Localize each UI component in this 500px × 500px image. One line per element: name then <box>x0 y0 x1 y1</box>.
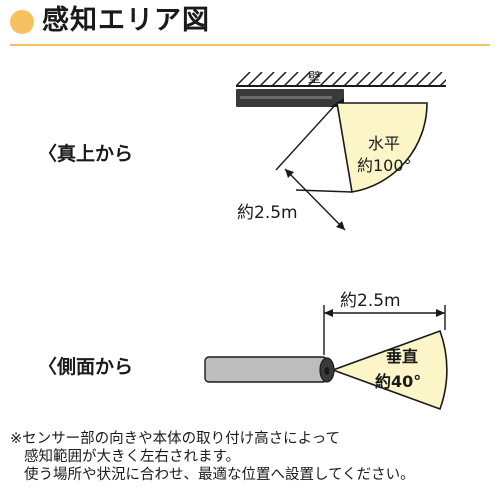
horizontal-angle-label: 水平 約100° <box>357 134 412 175</box>
wall-label: 壁 <box>308 71 321 86</box>
top-distance-label: 約2.5m <box>237 203 298 223</box>
wall-hatching <box>236 72 446 87</box>
title-divider <box>10 44 490 46</box>
side-distance-dimension <box>323 305 446 355</box>
note-line: 感知範囲が大きく左右されます。 <box>24 449 241 465</box>
note-line: 使う場所や状況に合わせ、最適な位置へ設置してください。 <box>24 467 415 483</box>
horizontal-detection-area <box>336 102 428 193</box>
note-line: ※センサー部の向きや本体の取り付け高さによって <box>10 431 340 447</box>
page-title: 感知エリア図 <box>42 5 210 36</box>
title-bullet-icon <box>10 10 34 34</box>
side-view-label: 〈側面から <box>38 356 134 378</box>
usage-note: ※センサー部の向きや本体の取り付け高さによって 感知範囲が大きく左右されます。 … <box>10 430 495 484</box>
top-distance-dimension <box>275 102 353 231</box>
sensor-bar-side <box>204 356 328 383</box>
top-view-label: 〈真上から <box>38 143 134 165</box>
vertical-detection-area <box>330 329 448 411</box>
vertical-angle-label: 垂直 約40° <box>375 347 424 391</box>
side-distance-label: 約2.5m <box>340 291 401 311</box>
